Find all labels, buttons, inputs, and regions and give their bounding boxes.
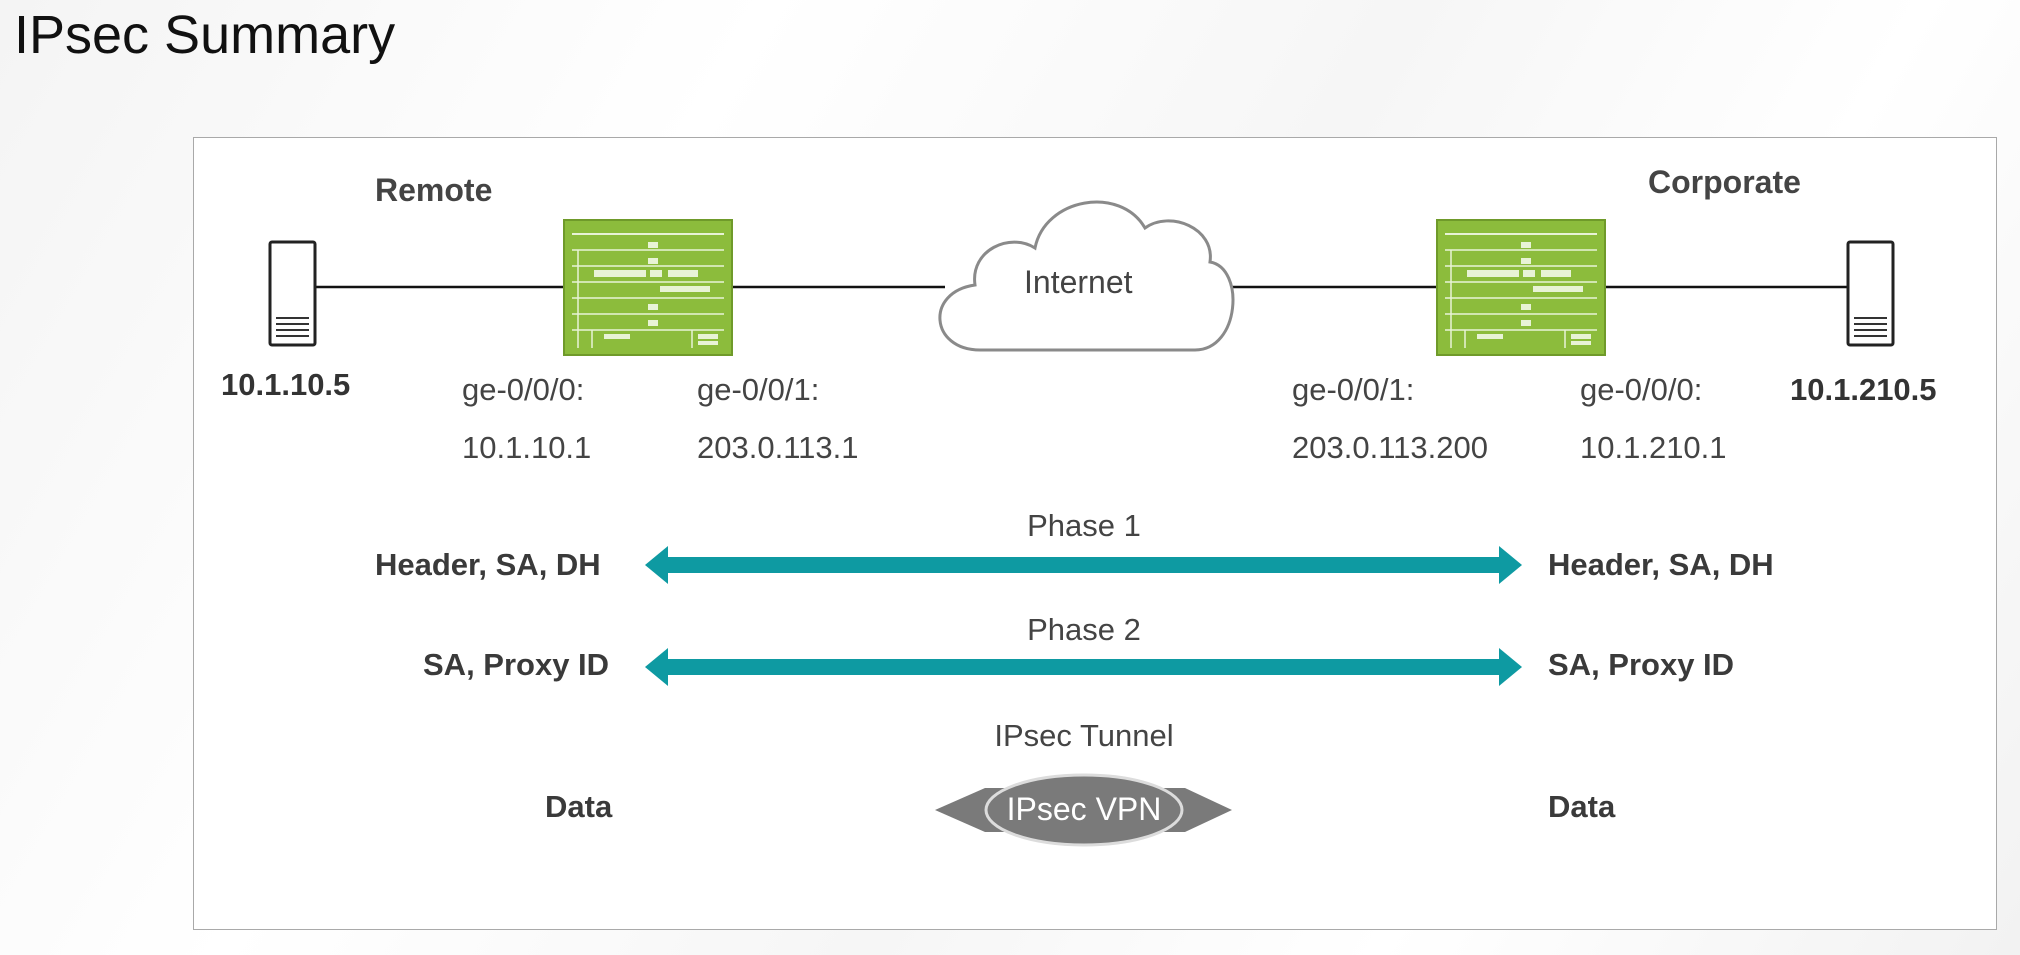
host-ip-remote: 10.1.10.5 — [221, 367, 351, 402]
iface-corp-ge000-name: ge-0/0/0: — [1580, 372, 1703, 407]
phase1-left-msg: Header, SA, DH — [375, 547, 601, 582]
iface-corp-ge000-ip: 10.1.210.1 — [1580, 430, 1727, 465]
server-icon — [1846, 240, 1895, 347]
iface-remote-ge001-ip: 203.0.113.1 — [697, 430, 859, 465]
phase2-right-msg: SA, Proxy ID — [1548, 647, 1735, 682]
iface-corp-ge001-name: ge-0/0/1: — [1292, 372, 1415, 407]
double-arrow-icon — [645, 546, 1522, 584]
tunnel-right-msg: Data — [1548, 789, 1616, 824]
phase1-label: Phase 1 — [1027, 508, 1141, 543]
internet-label: Internet — [1024, 264, 1133, 300]
host-ip-corporate: 10.1.210.5 — [1790, 372, 1937, 407]
vpn-label: IPsec VPN — [1006, 791, 1162, 827]
router-icon — [1436, 219, 1606, 356]
iface-remote-ge001-name: ge-0/0/1: — [697, 372, 820, 407]
phase2-label: Phase 2 — [1027, 612, 1141, 647]
vpn-tunnel-icon — [935, 773, 1232, 847]
iface-remote-ge000-name: ge-0/0/0: — [462, 372, 585, 407]
site-label-corporate: Corporate — [1648, 164, 1801, 200]
cloud-icon — [938, 200, 1235, 352]
phase1-right-msg: Header, SA, DH — [1548, 547, 1774, 582]
site-label-remote: Remote — [375, 172, 493, 208]
phase2-left-msg: SA, Proxy ID — [423, 647, 610, 682]
tunnel-left-msg: Data — [545, 789, 613, 824]
router-icon — [563, 219, 733, 356]
tunnel-label: IPsec Tunnel — [994, 718, 1174, 753]
iface-remote-ge000-ip: 10.1.10.1 — [462, 430, 592, 465]
page-title: IPsec Summary — [14, 5, 396, 65]
server-icon — [268, 240, 317, 347]
double-arrow-icon — [645, 648, 1522, 686]
iface-corp-ge001-ip: 203.0.113.200 — [1292, 430, 1488, 465]
